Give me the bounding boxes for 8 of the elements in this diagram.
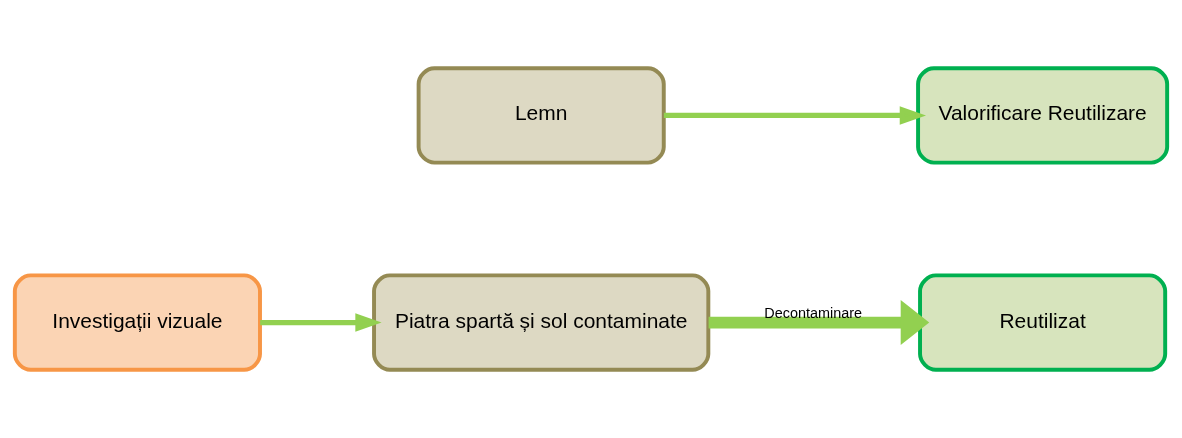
node-box: Piatra spartă și sol contaminate <box>372 273 711 372</box>
arrow <box>260 313 382 332</box>
arrow <box>663 106 926 125</box>
node-box: Lemn <box>416 66 666 165</box>
node-box: Valorificare Reutilizare <box>916 66 1170 165</box>
node-box: Reutilizat <box>918 273 1168 372</box>
node-box: Investigații vizuale <box>12 273 262 372</box>
arrow <box>708 300 930 346</box>
